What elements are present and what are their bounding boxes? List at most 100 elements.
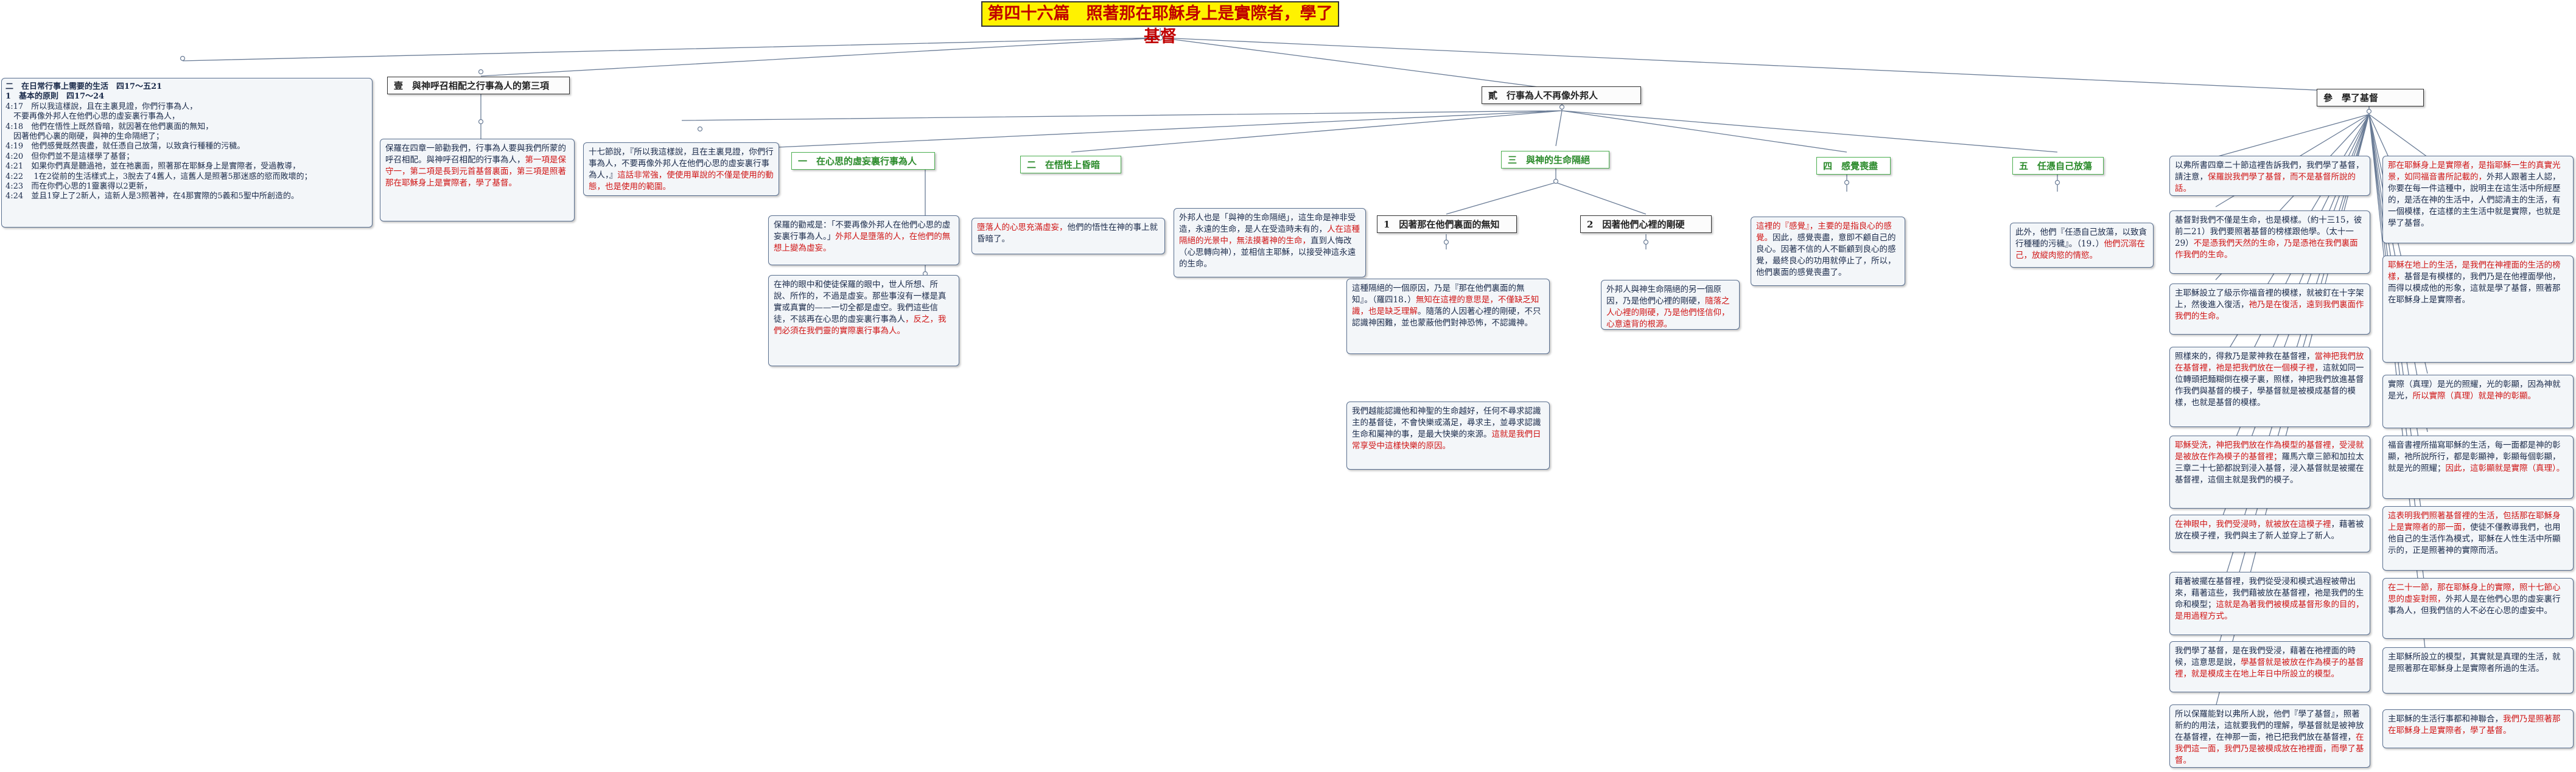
past-feeling-note: 這裡的『感覺』，主要的是指良心的感覺。因此，感覺喪盡，意即不顧自己的良心。因著不…	[1751, 217, 1905, 286]
verse-line: 不要再像外邦人在他們心思的虛妄裏行事為人，	[5, 112, 180, 122]
reality-note: 這表明我們照著基督裡的生活，包括那在耶穌身上是實際者的那一面，使徒不僅教導我們，…	[2382, 506, 2574, 571]
verse-line: 4:20 但你們並不是這樣學了基督；	[5, 151, 135, 161]
outline-subheading: 1 基本的原則 四17～24	[5, 92, 105, 102]
note-highlight: 學基督就是被放在作為模子的基督裡，就是模成主在地上年日中所設立的模型。	[2175, 658, 2364, 679]
subheader-hardness: 2 因著他們心裡的剛硬	[1580, 215, 1712, 233]
note-highlight: 人在這種隔絕的光景中，無法摸著神的生命，	[1179, 224, 1360, 246]
note-highlight: 墮落人的心思充滿虛妄，	[977, 223, 1068, 232]
note-text: 外邦人與神生命隔絕的另一個原因，乃是他們心裡的剛硬，	[1606, 285, 1721, 306]
section-three-header: 參 學了基督	[2317, 89, 2424, 106]
verse-line: 4:22 1在2從前的生活樣式上，3脫去了4舊人，這舊人是照著5那迷惑的慾而敗壞…	[5, 172, 312, 181]
learn-note: 以弗所書四章二十節這裡告訴我們，我們學了基督，請注意，保羅說我們學了基督，而不是…	[2169, 156, 2370, 196]
note-highlight: 我們乃是照著那在耶穌身上是實際者，學了基督。	[2388, 714, 2561, 735]
section-two-header: 貳 行事為人不再像外邦人	[1482, 86, 1641, 104]
subheader-lasciviousness: 五 任憑自己放蕩	[2012, 157, 2104, 175]
learn-note: 我們學了基督，是在我們受浸，藉著在祂裡面的時候，這意思是說，學基督就是被放在作為…	[2169, 641, 2370, 692]
note-text: 福音書裡所描寫耶穌的生活，每一面都是神的彰顯，祂所說所行，都是彰顯神，彰顯每個彰…	[2388, 440, 2561, 473]
verse-line: 4:19 他們感覺既然喪盡，就任憑自己放蕩，以致貪行種種的污穢。	[5, 142, 245, 151]
note-text: 這種隔絕的一個原因，乃是『那在他們裏面的無知』。（羅四18．）	[1352, 283, 1525, 305]
ignorance-note-1: 這種隔絕的一個原因，乃是『那在他們裏面的無知』。（羅四18．）無知在這裡的意思是…	[1346, 279, 1550, 354]
lasciviousness-note: 此外，他們『任憑自己放蕩，以致貪行種種的污穢』。（19．）他們沉溺在己，放縱肉慾…	[2010, 223, 2154, 268]
note-highlight: 外邦人是墮落的人，在他們的無想上變為虛妄。	[774, 232, 951, 253]
note-highlight: 在神眼中，我們受浸時，就被放在這模子裡	[2175, 520, 2331, 529]
learn-note: 照樣來的，得救乃是蒙神救在基督裡，當神把我們放在基督裡，祂是把我們放在一個模子裡…	[2169, 347, 2370, 427]
note-text: 羅馬六章三節和加拉太三章二十七節都說到浸入基督，浸入基督就是被擺在基督裡，這個主…	[2175, 452, 2364, 485]
reality-note: 實際（真理）是光的照耀，光的彰顯，因為神就是光，所以實際（真理）就是神的彰顯。	[2382, 375, 2574, 428]
note-text: 他們的悟性在神的事上就昏暗了。	[977, 223, 1158, 244]
learn-note: 基督對我們不僅是生命，也是模樣。（約十三15，彼前二21）我們要照著基督的榜樣跟…	[2169, 210, 2370, 274]
note-text: 外邦人跟著主人認，你要在每一件這種中，說明主在這生活中所經歷的，是活在神的生活中…	[2388, 172, 2561, 228]
ignorance-note-2: 我們越能認識他和神聖的生命越好，任何不尋求認識主的基督徒，不會快樂或滿足，尋求主…	[1346, 402, 1550, 470]
note-text: 基督對我們不僅是生命，也是模樣。（約十三15，彼前二21）我們要照著基督的榜樣跟…	[2175, 215, 2362, 248]
learn-note: 耶穌受洗，神把我們放在作為模型的基督裡，受浸就是被放在作為模子的基督裡；羅馬六章…	[2169, 436, 2370, 509]
reality-note: 主耶穌的生活行事都和神聯合，我們乃是照著那在耶穌身上是實際者，學了基督。	[2382, 709, 2574, 748]
note-highlight: 耶穌在地上的生活，是我們在神裡面的生活的榜樣，	[2388, 260, 2561, 282]
verse-line: 4:17 所以我這樣說，且在主裏見證，你們行事為人，	[5, 102, 198, 111]
note-highlight: 耶穌受洗，神把我們放在作為模型的基督裡，受浸就是被放在作為模子的基督裡；	[2175, 440, 2364, 462]
note-highlight: 不是憑我們天然的生命，乃是憑祂在我們裏面作我們的生命。	[2175, 238, 2358, 260]
page-title: 第四十六篇 照著那在耶穌身上是實際者，學了基督	[981, 1, 1339, 46]
note-highlight: 隨落之人心裡的剛硬，乃是他們怪信仰，心意遠背的根源。	[1606, 296, 1730, 329]
note-text: 藉著被擺在基督裡，我們從受浸和模式過程被帶出來，藉著這些，我們藉被放在基督裡，祂…	[2175, 577, 2364, 610]
subheader-futility: 一 在心思的虛妄裏行事為人	[791, 152, 935, 170]
reality-note: 那在耶穌身上是實際者，是指耶穌一生的真實光景，如同福音書所記載的，外邦人跟著主人…	[2382, 156, 2574, 243]
learn-note: 藉著被擺在基督裡，我們從受浸和模式過程被帶出來，藉著這些，我們藉被放在基督裡，祂…	[2169, 572, 2370, 635]
note-highlight: 在我們這一面，我們乃是被模成放在祂裡面，而學了基督。	[2175, 732, 2364, 765]
subheader-ignorance: 1 因著那在他們裏面的無知	[1377, 215, 1517, 233]
note-highlight: 他們沉溺在己，放縱肉慾的情慾。	[2015, 239, 2145, 260]
verse-line: 4:18 他們在悟性上既然昏暗，就因著在他們裏面的無知，	[5, 122, 214, 131]
note-highlight: 無知在這裡的意思是，不僅缺乏知識，也是缺乏理解	[1352, 295, 1539, 316]
note-highlight: 這裡的『感覺』，主要的是指良心的感覺。	[1756, 221, 1892, 243]
note-text: 主耶穌的生活行事都和神聯合，	[2388, 714, 2503, 724]
note-text: 保羅在四章一節勸我們，行事為人要與我們所蒙的呼召相配。與神呼召相配的行事為人，	[385, 144, 566, 165]
note-highlight: 保羅說我們學了基督，而不是基督所說的話。	[2175, 172, 2356, 193]
note-highlight: 這表明我們照著基督裡的生活，包括那在耶穌身上是實際者的那一面，	[2388, 511, 2561, 532]
note-highlight: 所以實際（真理）就是神的彰顯。	[2412, 391, 2536, 401]
learn-note: 所以保羅能對以弗所人說，他們『學了基督』，照著新約的用法，這就要我們的理解，學基…	[2169, 704, 2370, 768]
reality-note: 福音書裡所描寫耶穌的生活，每一面都是神的彰顯，祂所說所行，都是彰顯神，彰顯每個彰…	[2382, 436, 2574, 499]
note-text: 此外，他們『任憑自己放蕩，以致貪行種種的污穢』。（19．）	[2015, 228, 2147, 249]
note-highlight: 當神把我們放在基督裡，祂是把我們放在一個模子裡，	[2175, 352, 2364, 373]
note-text-2: 這就如同一位轉頭把麵糊倒在模子裏，照樣，神把我們放進基督作我們與基督的模子，學基…	[2175, 363, 2364, 408]
alienated-note: 外邦人也是「與神的生命隔絕」，這生命是神非受造，永遠的生命，是人在受造時未有的，…	[1174, 208, 1366, 277]
learn-note: 主耶穌設立了級示你福音裡的模樣，就被釘在十字架上，然後進入復活，祂乃是在復活，遠…	[2169, 283, 2370, 335]
note-text: 在神的眼中和使徒保羅的眼中，世人所想、所說、所作的，不過是虛妄。那些事沒有一樣是…	[774, 280, 947, 324]
intro-highlight: 這話非常強，使使用單說的不僅是使用的動態，也是使用的範圍。	[589, 170, 774, 192]
verse-line: 4:23 而在你們心思的1靈裏得以2更新，	[5, 182, 152, 192]
section-one-note: 保羅在四章一節勸我們，行事為人要與我們所蒙的呼召相配。與神呼召相配的行事為人，第…	[380, 139, 575, 221]
intro-text: 十七節說，『所以我這樣說，且在主裏見證，你們行事為人，不要再像外邦人在他們心思的…	[589, 147, 774, 180]
reality-note: 在二十一節，那在耶穌身上的實際，照十七節心思的虛妄對照，外邦人是在他們心思的虛妄…	[2382, 578, 2574, 639]
scripture-outline: 二 在日常行事上需要的生活 四17～五21 1 基本的原則 四17～24 4:1…	[1, 78, 373, 228]
note-text: 外邦人也是「與神的生命隔絕」，這生命是神非受造，永遠的生命，是人在受造時未有的，	[1179, 213, 1356, 234]
note-text: 所以保羅能對以弗所人說，他們『學了基督』，照著新約的用法，這就要我們的理解，學基…	[2175, 709, 2364, 742]
subheader-past-feeling: 四 感覺喪盡	[1816, 157, 1891, 175]
note-text: 以弗所書四章二十節這裡告訴我們，我們學了基督，請注意，	[2175, 161, 2364, 182]
note-text: 因此，感覺喪盡，意即不顧自己的良心。因著不信的人不斷顧到良心的感覺，最終良心的功…	[1756, 233, 1896, 277]
note-highlight: 祂乃是在復活，遠到我們裏面作我們的生命。	[2175, 300, 2364, 321]
futility-note-1: 保羅的勸戒是：「不要再像外邦人在他們心思的虛妄裏行事為人。」外邦人是墮落的人，在…	[768, 215, 959, 265]
futility-note-2: 在神的眼中和使徒保羅的眼中，世人所想、所說、所作的，不過是虛妄。那些事沒有一樣是…	[768, 275, 959, 366]
note-highlight: 第一項是保守一，第二項是長到元首基督裏面，第三項是照著那在耶穌身上是實際者，學了…	[385, 155, 566, 188]
subheader-darkened: 二 在悟性上昏暗	[1020, 156, 1121, 173]
note-text: 實際（真理）是光的照耀，光的彰顯，因為神就是光，	[2388, 380, 2561, 401]
note-highlight: 因此，這彰顯就是實際（真理）。	[2445, 464, 2565, 473]
section-one-header: 壹 與神呼召相配之行事為人的第三項	[387, 77, 570, 94]
note-highlight: 這就是為著我們被模成基督形象的目的，是用過程方式。	[2175, 600, 2364, 621]
note-text: ，藉著被放在模子裡，我們與主了新人並穿上了新人。	[2175, 520, 2364, 541]
note-text: 我們越能認識他和神聖的生命越好，任何不尋求認識主的基督徒，不會快樂或滿足，尋求主…	[1352, 406, 1541, 439]
verse-line: 4:24 並且1穿上了2新人，這新人是3照著神，在4那實際的5義和5聖中所創造的…	[5, 192, 299, 201]
learn-note: 在神眼中，我們受浸時，就被放在這模子裡，藉著被放在模子裡，我們與主了新人並穿上了…	[2169, 515, 2370, 552]
hardness-note: 外邦人與神生命隔絕的另一個原因，乃是他們心裡的剛硬，隨落之人心裡的剛硬，乃是他們…	[1601, 280, 1740, 330]
outline-heading: 二 在日常行事上需要的生活 四17～五21	[5, 82, 163, 91]
note-highlight: 在二十一節，那在耶穌身上的實際，照十七節心思的虛妄對照，	[2388, 583, 2561, 604]
note-highlight: 這就是我們日常享受中這樣快樂的原因。	[1352, 429, 1541, 451]
note-text: 照樣來的，得救乃是蒙神救在基督裡，	[2175, 352, 2315, 361]
note-text: 主耶穌所設立的模型，其實就是真理的生活，就是照著那在耶穌身上是實際者所過的生活。	[2388, 652, 2561, 673]
subheader-alienated: 三 與神的生命隔絕	[1501, 151, 1609, 169]
note-text: 保羅的勸戒是：「不要再像外邦人在他們心思的虛妄裏行事為人。」	[774, 220, 951, 242]
darkened-note: 墮落人的心思充滿虛妄，他們的悟性在神的事上就昏暗了。	[971, 218, 1165, 254]
reality-note: 耶穌在地上的生活，是我們在神裡面的生活的榜樣，基督是有模樣的，我們乃是在他裡面學…	[2382, 256, 2574, 363]
note-text-2: 直到人悔改（心思轉向神），並相信主耶穌，以接受神這永遠的生命。	[1179, 236, 1356, 269]
note-text: 基督是有模樣的，我們乃是在他裡面學他，而得以模成他的形象，這就是學了基督，照著那…	[2388, 272, 2561, 305]
note-text: 外邦人是在他們心思的虛妄裏行事為人，但我們信的人不必在心思的虛妄中。	[2388, 594, 2561, 616]
